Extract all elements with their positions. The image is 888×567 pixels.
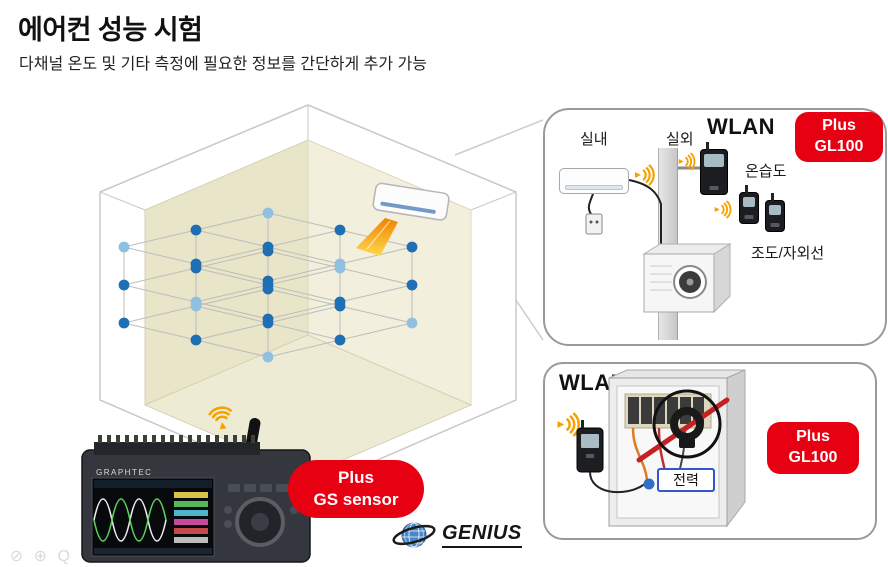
- power-label: 전력: [673, 472, 699, 488]
- power-cabinet-illustration: [576, 369, 746, 528]
- roof-edge-right: [470, 191, 517, 211]
- badge-line1: Plus: [796, 428, 830, 446]
- plus-gl100-badge-top: Plus GL100: [795, 112, 883, 162]
- terminal-strip: [94, 442, 260, 455]
- ceiling-ac-unit: [372, 182, 450, 221]
- power-tap-point: [643, 478, 655, 490]
- logger-brand: GRAPHTEC: [96, 468, 152, 477]
- logger-screen: [91, 477, 215, 557]
- device-screen: [769, 205, 781, 215]
- indoor-label: 실내: [580, 131, 608, 148]
- badge-line1: Plus: [338, 467, 374, 487]
- indoor-ac-unit: [559, 168, 629, 194]
- waveform-green: [93, 498, 167, 542]
- device-screen: [704, 154, 724, 167]
- terminal-pins: [98, 435, 255, 443]
- illuminance-uv-label: 조도/자외선: [751, 245, 825, 262]
- indoor-ac-vent: [565, 185, 623, 190]
- wlan-power-panel: WLAN: [543, 362, 877, 540]
- plus-gs-sensor-badge: Plus GS sensor: [288, 460, 424, 518]
- badge-line2: GL100: [788, 449, 838, 466]
- badge-line2: GL100: [814, 138, 864, 155]
- genius-logo: GENIUS: [392, 516, 522, 554]
- device-button: [744, 215, 754, 219]
- device-button: [770, 223, 780, 227]
- screen-channel-legend: [174, 492, 208, 543]
- gs-sensor-illuminance-uv: [765, 193, 785, 232]
- top-panel-cables: [585, 166, 701, 244]
- measurement-point-dots: [118, 207, 418, 363]
- device-antenna: [745, 185, 748, 193]
- globe-icon: [392, 522, 436, 548]
- outdoor-label: 실외: [666, 131, 694, 148]
- clamp-sensor: [670, 407, 704, 441]
- wireless-signal-icon: [208, 406, 233, 430]
- outdoor-ac-unit: [642, 243, 732, 314]
- device-antenna: [771, 193, 774, 201]
- logger-buttons: [224, 484, 298, 528]
- measurement-grid-lines: [123, 212, 413, 358]
- gl100-wireless-unit: [700, 142, 728, 195]
- badge-line2: GS sensor: [313, 490, 399, 509]
- badge-line1: Plus: [822, 117, 856, 135]
- power-label-box: 전력: [657, 468, 715, 492]
- wall-socket: [585, 213, 603, 235]
- plus-gl100-badge-bottom: Plus GL100: [767, 422, 859, 474]
- viewer-watermark-icons[interactable]: ) ⊘ ⊕ Q: [0, 548, 73, 565]
- data-logger: GRAPHTEC: [81, 417, 311, 563]
- wireless-signal-icon: [678, 152, 696, 171]
- genius-logo-text: GENIUS: [442, 522, 522, 548]
- wlan-label-top: WLAN: [707, 114, 775, 139]
- page-subtitle: 다채널 온도 및 기타 측정에 필요한 정보를 간단하게 추가 가능: [19, 56, 428, 73]
- device-screen: [743, 197, 755, 207]
- power-cable: [636, 397, 730, 463]
- wireless-signal-icon: [635, 164, 655, 186]
- highlight-circle: [652, 389, 722, 459]
- wlan-sensors-panel: WLAN Plus GL100 실내 실외: [543, 108, 887, 346]
- wireless-signal-icon: [557, 412, 580, 437]
- ac-airflow-line: [366, 220, 391, 250]
- gs-sensor-temp-humidity: [739, 185, 759, 224]
- roof-edge-left: [99, 191, 146, 211]
- device-button: [709, 186, 719, 190]
- room-illustration: [99, 104, 517, 491]
- temp-humidity-label: 온습도: [745, 163, 787, 180]
- device-antenna: [706, 142, 709, 150]
- wireless-signal-icon: [714, 200, 732, 219]
- page-title: 에어컨 성능 시험: [18, 15, 203, 45]
